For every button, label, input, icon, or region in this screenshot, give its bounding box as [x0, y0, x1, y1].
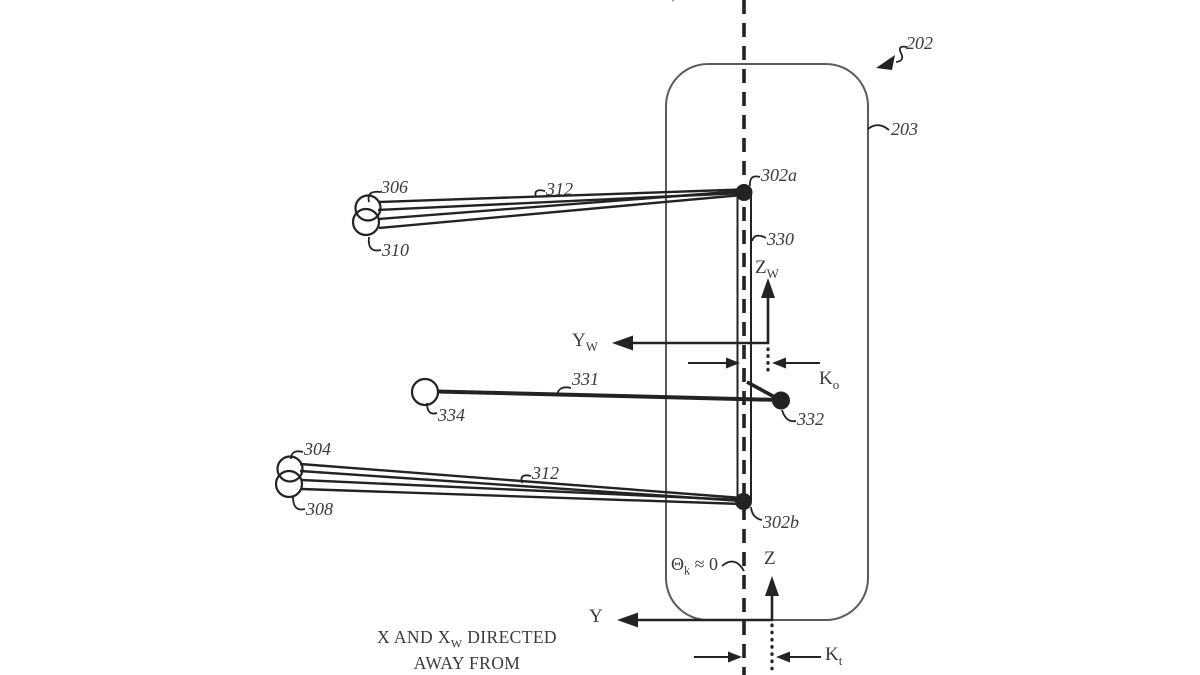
leader-332 [781, 409, 797, 423]
ref-label-312-lower: 312 [532, 463, 559, 483]
caption-line-1: X AND XW DIRECTED [377, 627, 557, 651]
ref-label-331: 331 [572, 369, 599, 389]
lower-arm-edge [300, 487, 743, 506]
pivot-circle-308 [274, 469, 304, 499]
ball-joint-332 [772, 391, 790, 410]
axis-label-yw: YW [572, 330, 598, 354]
upper-arm-edge [378, 193, 743, 230]
pivot-circle-334 [410, 377, 440, 407]
ko-dim-right-arrowhead [772, 357, 786, 369]
ref-label-310: 310 [382, 240, 409, 260]
kt-dim-right-arrowhead [776, 651, 790, 663]
ref-label-312-upper: 312 [546, 179, 573, 199]
leader-203 [867, 124, 890, 131]
pivot-circle-304 [276, 455, 304, 483]
leader-302a [749, 175, 761, 187]
axis-label-kt: Kt [825, 644, 843, 668]
ko-dim-left-arrowhead [726, 357, 740, 369]
clipped-top-label: 300, 301 [646, 0, 736, 4]
kingpin-angle-label: Θk ≈ 0 [671, 554, 719, 578]
axis-label-z: Z [764, 548, 776, 569]
leader-306 [367, 190, 382, 203]
ref-label-302b: 302b [763, 512, 799, 532]
theta-k-leader [721, 560, 745, 572]
leader-202-squiggle [895, 45, 908, 63]
leader-331 [556, 386, 572, 396]
tie-rod-line [436, 389, 781, 402]
ref-label-203: 203 [891, 119, 918, 139]
leader-302b [750, 506, 763, 521]
leader-202-arrowhead [876, 55, 895, 70]
axis-label-zw: ZW [755, 257, 779, 281]
ref-label-304: 304 [304, 439, 331, 459]
leader-308 [292, 496, 306, 511]
yw-arrowhead [612, 335, 633, 351]
leader-312-lower [520, 474, 532, 484]
ref-label-308: 308 [306, 499, 333, 519]
kt-dim-left-arrowhead [728, 651, 742, 663]
leader-310 [367, 236, 382, 252]
upper-arm-edge [378, 189, 743, 221]
ref-label-302a: 302a [761, 165, 797, 185]
zw-arrowhead [761, 278, 775, 298]
caption-line-2: AWAY FROM [413, 652, 521, 673]
ref-label-332: 332 [797, 409, 824, 429]
leader-312-upper [534, 189, 546, 198]
ref-label-306: 306 [381, 177, 408, 197]
axis-label-ko: Ko [819, 368, 840, 392]
ball-joint-302b [735, 493, 752, 510]
leader-330 [751, 234, 767, 242]
y-arrowhead [617, 612, 638, 628]
z-arrowhead [765, 576, 779, 596]
lower-arm-edge [300, 478, 743, 502]
ref-label-334: 334 [438, 405, 465, 425]
leader-334 [426, 402, 438, 415]
figure-caption: X AND XW DIRECTED AWAY FROM VIEWER [330, 626, 604, 675]
pivot-circle-310 [351, 207, 381, 237]
axis-label-y: Y [589, 606, 603, 627]
ball-joint-302a [735, 184, 753, 201]
leader-304 [290, 450, 304, 460]
ref-label-330: 330 [767, 229, 794, 249]
upper-arm-edge [377, 188, 743, 204]
ref-label-202: 202 [906, 33, 933, 53]
pivot-circle-306 [354, 194, 382, 222]
